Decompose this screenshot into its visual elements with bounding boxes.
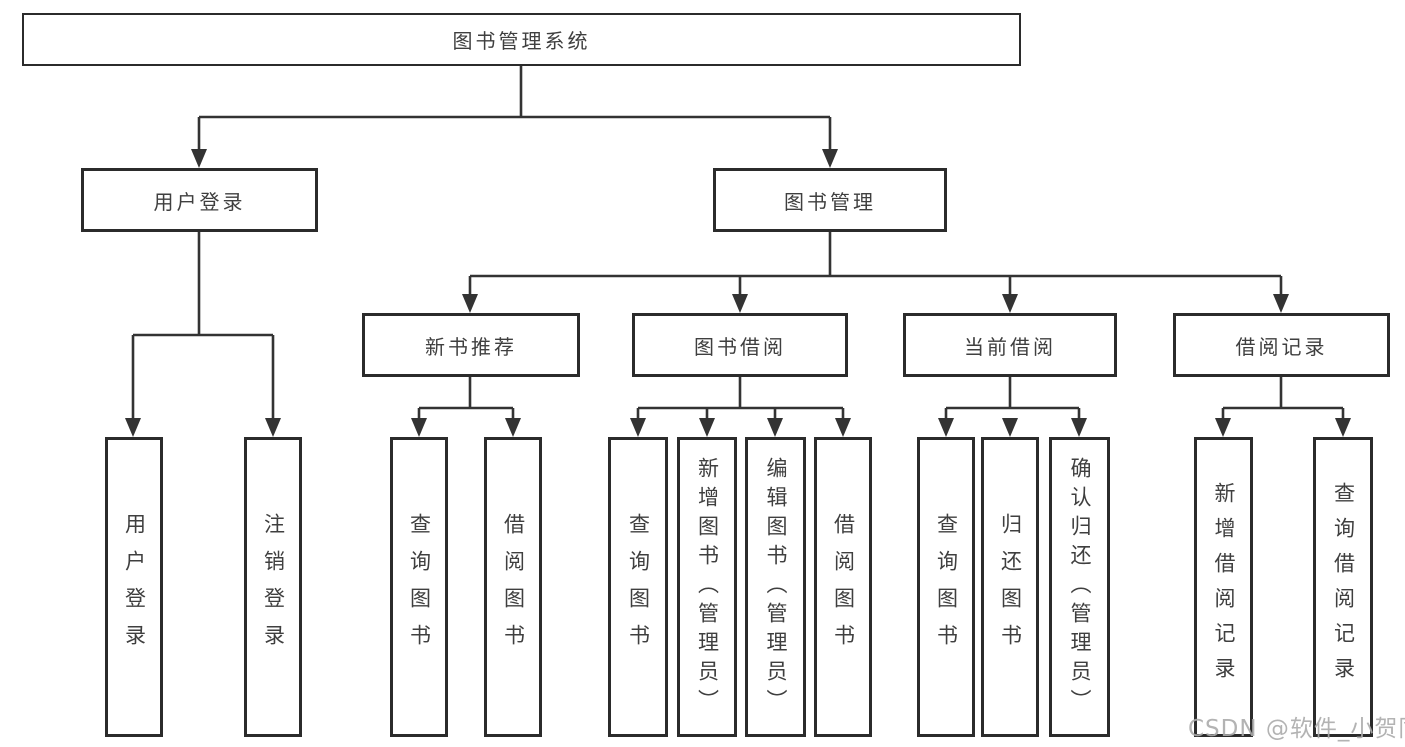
leaf-add-book-admin: 新增图书（管理员） (677, 437, 737, 737)
leaf-query-books-recommend-label: 查询图书 (407, 513, 432, 661)
node-new-book-recommend-label: 新书推荐 (425, 334, 517, 359)
node-book-borrow: 图书借阅 (632, 313, 848, 377)
leaf-confirm-return-admin-label: 确认归还（管理员） (1068, 456, 1092, 718)
node-user-login-label: 用户登录 (153, 189, 246, 214)
node-user-login: 用户登录 (81, 168, 318, 232)
node-borrow-records-label: 借阅记录 (1235, 334, 1328, 359)
leaf-logout-label: 注销登录 (261, 513, 286, 661)
node-book-management-label: 图书管理 (784, 189, 876, 214)
node-current-borrow: 当前借阅 (903, 313, 1117, 377)
leaf-query-books-borrow: 查询图书 (608, 437, 668, 737)
node-current-borrow-label: 当前借阅 (964, 334, 1056, 359)
leaf-add-book-admin-label: 新增图书（管理员） (695, 456, 720, 718)
leaf-borrow-books-recommend-label: 借阅图书 (501, 513, 526, 661)
node-book-management: 图书管理 (713, 168, 947, 232)
leaf-user-login-label: 用户登录 (122, 513, 147, 661)
leaf-query-books-borrow-label: 查询图书 (626, 513, 651, 661)
leaf-borrow-books: 借阅图书 (814, 437, 872, 737)
leaf-add-borrow-record: 新增借阅记录 (1194, 437, 1253, 737)
leaf-logout: 注销登录 (244, 437, 302, 737)
node-library-system: 图书管理系统 (22, 13, 1021, 66)
leaf-borrow-books-label: 借阅图书 (831, 513, 856, 661)
leaf-query-borrow-record-label: 查询借阅记录 (1331, 482, 1356, 692)
leaf-query-borrow-record: 查询借阅记录 (1313, 437, 1373, 737)
leaf-query-books-current: 查询图书 (917, 437, 975, 737)
leaf-query-books-recommend: 查询图书 (390, 437, 448, 737)
leaf-return-books-label: 归还图书 (998, 513, 1023, 661)
leaf-edit-book-admin-label: 编辑图书（管理员） (764, 456, 788, 718)
leaf-return-books: 归还图书 (981, 437, 1039, 737)
node-new-book-recommend: 新书推荐 (362, 313, 580, 377)
leaf-add-borrow-record-label: 新增借阅记录 (1212, 482, 1236, 692)
leaf-query-books-current-label: 查询图书 (934, 513, 959, 661)
leaf-user-login: 用户登录 (105, 437, 163, 737)
leaf-edit-book-admin: 编辑图书（管理员） (745, 437, 806, 737)
node-library-system-label: 图书管理系统 (452, 29, 591, 53)
node-book-borrow-label: 图书借阅 (694, 334, 786, 359)
csdn-watermark: CSDN @软件_小贺同学 (1188, 716, 1405, 742)
leaf-borrow-books-recommend: 借阅图书 (484, 437, 542, 737)
node-borrow-records: 借阅记录 (1173, 313, 1390, 377)
leaf-confirm-return-admin: 确认归还（管理员） (1049, 437, 1110, 737)
